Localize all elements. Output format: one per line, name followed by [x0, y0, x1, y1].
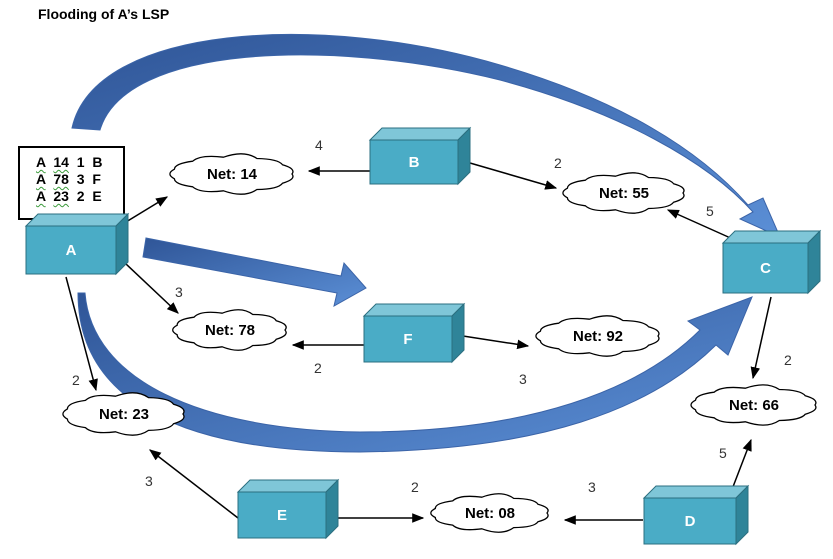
cost-label: 3: [588, 479, 596, 495]
network-label: Net: 78: [205, 322, 255, 339]
flood-arrow-a-to-f: [142, 237, 367, 307]
router-b: B: [368, 126, 472, 186]
network-cloud: Net: 92: [535, 315, 660, 357]
diagram-title: Flooding of A’s LSP: [38, 6, 170, 22]
router-d: D: [642, 484, 750, 546]
cost-label: 5: [706, 203, 714, 219]
link-e-net23: [149, 449, 239, 519]
cost-label: 3: [145, 473, 153, 489]
link-a-net14: [125, 196, 169, 223]
network-label: Net: 55: [599, 185, 649, 202]
cost-labels: 4 2 5 3 2 3 2 2 5 3 2 3: [72, 137, 792, 495]
router-e: E: [236, 478, 340, 540]
link-d-net66: [730, 438, 752, 493]
router-f: F: [362, 302, 466, 364]
cost-label: 3: [519, 371, 527, 387]
router-a: A: [24, 212, 130, 276]
router-label: B: [409, 154, 420, 171]
cost-label: 2: [314, 360, 322, 376]
network-cloud: Net: 55: [562, 172, 685, 214]
network-cloud: Net: 14: [169, 153, 294, 195]
link-a-net23: [65, 276, 98, 392]
router-label: C: [760, 260, 771, 277]
links: [65, 162, 772, 525]
link-b-net55: [469, 162, 558, 190]
router-label: F: [403, 331, 412, 348]
router-label: E: [277, 507, 287, 524]
networks: Net: 14 Net: 55 Net: 78 Net: 92 Net: 23 Net: …: [62, 153, 817, 533]
link-a-net78: [125, 263, 179, 314]
router-c: C: [721, 229, 822, 295]
flood-arrow-a-to-c-bottom: [77, 292, 753, 453]
cost-label: 2: [72, 372, 80, 388]
cost-label: 2: [411, 479, 419, 495]
network-cloud: Net: 23: [62, 392, 185, 436]
lsp-row: A 23 2 E: [36, 188, 102, 204]
lsp-row: A 78 3 F: [36, 171, 101, 187]
network-label: Net: 92: [573, 328, 623, 345]
link-f-net92: [462, 335, 530, 350]
flood-arrows: [71, 34, 781, 453]
link-c-net66: [750, 296, 772, 380]
cost-label: 2: [784, 352, 792, 368]
link-c-net55: [666, 209, 736, 241]
cost-label: 4: [315, 137, 323, 153]
network-label: Net: 66: [729, 397, 779, 414]
network-label: Net: 23: [99, 406, 149, 423]
network-label: Net: 08: [465, 505, 515, 522]
routers: A B C D E F: [24, 126, 822, 546]
lsp-table: A 14 1 B A 78 3 F A 23 2 E: [18, 146, 125, 220]
cost-label: 2: [554, 155, 562, 171]
router-label: D: [685, 513, 696, 530]
lsp-row: A 14 1 B: [36, 154, 103, 170]
network-cloud: Net: 08: [430, 493, 549, 533]
cost-label: 5: [719, 445, 727, 461]
network-label: Net: 14: [207, 166, 258, 183]
network-cloud: Net: 66: [690, 384, 817, 426]
router-label: A: [66, 242, 77, 259]
cost-label: 3: [175, 284, 183, 300]
network-cloud: Net: 78: [172, 309, 287, 351]
